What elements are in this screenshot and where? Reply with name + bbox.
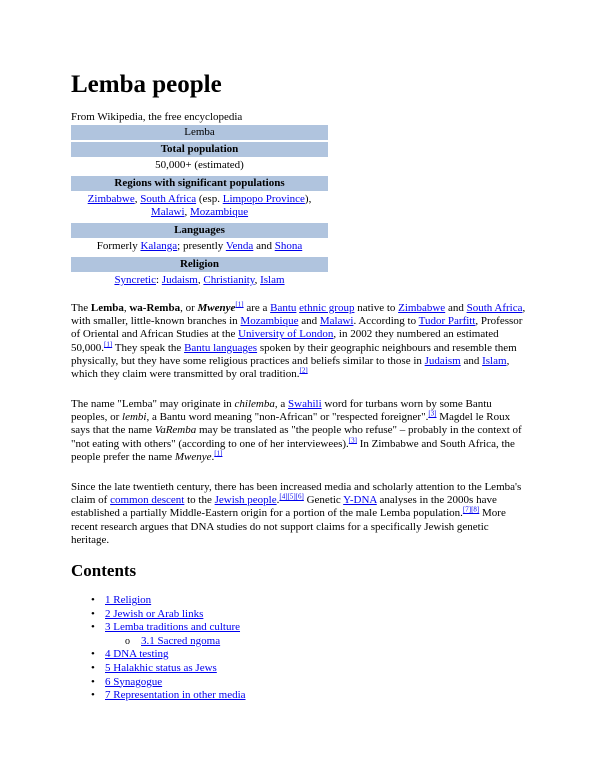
link-kalanga[interactable]: Kalanga bbox=[140, 240, 178, 252]
term-mwenye: Mwenye bbox=[197, 302, 236, 314]
link-south-africa[interactable]: South Africa bbox=[140, 193, 197, 205]
link-university-of-london[interactable]: University of London bbox=[238, 328, 334, 341]
toc-item: 7 Representation in other media bbox=[71, 689, 246, 703]
languages-and: and bbox=[253, 240, 275, 252]
languages-mid: ; presently bbox=[177, 240, 226, 252]
paragraph-intro: The Lemba, wa-Remba, or Mwenye[1] are a … bbox=[71, 300, 526, 381]
toc-link-jewish-or-arab-links[interactable]: 2 Jewish or Arab links bbox=[105, 607, 204, 620]
citation[interactable]: [7][8] bbox=[462, 505, 480, 514]
citation[interactable]: [4][5][6] bbox=[279, 492, 304, 501]
link-limpopo-province[interactable]: Limpopo Province bbox=[222, 193, 305, 205]
link-zimbabwe-text[interactable]: Zimbabwe bbox=[398, 302, 446, 314]
citation[interactable]: [2] bbox=[299, 366, 308, 375]
link-mozambique[interactable]: Mozambique bbox=[190, 206, 249, 218]
citation[interactable]: [3] bbox=[348, 435, 357, 444]
toc-link-representation[interactable]: 7 Representation in other media bbox=[105, 689, 246, 702]
link-tudor-parfitt[interactable]: Tudor Parfitt bbox=[418, 315, 476, 328]
toc-link-lemba-traditions[interactable]: 3 Lemba traditions and culture bbox=[105, 621, 241, 634]
paragraph-descent: Since the late twentieth century, there … bbox=[71, 481, 522, 546]
link-christianity[interactable]: Christianity bbox=[203, 274, 255, 286]
term-mwenye-2: Mwenye bbox=[174, 450, 212, 463]
citation[interactable]: [1] bbox=[104, 339, 113, 348]
infobox-religion-value: Syncretic: Judaism, Christianity, Islam bbox=[114, 274, 285, 286]
citation[interactable]: [1] bbox=[214, 449, 223, 458]
link-swahili[interactable]: Swahili bbox=[288, 398, 322, 410]
link-zimbabwe[interactable]: Zimbabwe bbox=[87, 193, 135, 205]
toc-item: 6 Synagogue bbox=[71, 676, 246, 690]
toc-item: 1 Religion bbox=[71, 594, 246, 608]
toc-item: 5 Halakhic status as Jews bbox=[71, 662, 246, 676]
link-islam-infobox[interactable]: Islam bbox=[260, 274, 285, 286]
toc-item: 2 Jewish or Arab links bbox=[71, 608, 246, 622]
link-ethnic-group[interactable]: ethnic group bbox=[299, 302, 355, 314]
link-judaism-infobox[interactable]: Judaism bbox=[161, 274, 198, 286]
term-varemba: VaRemba bbox=[154, 424, 197, 437]
toc-link-religion[interactable]: 1 Religion bbox=[105, 594, 152, 606]
term-lemba: Lemba bbox=[90, 302, 124, 314]
toc-link-dna-testing[interactable]: 4 DNA testing bbox=[105, 648, 169, 661]
link-malawi-text[interactable]: Malawi bbox=[319, 315, 354, 328]
infobox-total-population-value: 50,000+ (estimated) bbox=[155, 159, 244, 171]
toc-item: 3 Lemba traditions and culture bbox=[71, 621, 246, 635]
link-jewish-people[interactable]: Jewish people bbox=[214, 494, 277, 507]
toc-item: 4 DNA testing bbox=[71, 648, 246, 662]
toc-link-synagogue[interactable]: 6 Synagogue bbox=[105, 675, 163, 688]
link-common-descent[interactable]: common descent bbox=[110, 494, 185, 507]
term-wa-remba: wa-Remba bbox=[129, 302, 181, 314]
site-subtitle: From Wikipedia, the free encyclopedia bbox=[71, 111, 243, 123]
link-islam-text[interactable]: Islam bbox=[482, 354, 507, 367]
link-bantu[interactable]: Bantu bbox=[270, 302, 297, 314]
link-venda[interactable]: Venda bbox=[225, 240, 254, 252]
link-shona[interactable]: Shona bbox=[274, 240, 303, 252]
infobox-regions-value: Zimbabwe, South Africa (esp. Limpopo Pro… bbox=[87, 193, 312, 218]
link-y-dna[interactable]: Y-DNA bbox=[343, 494, 377, 507]
infobox-languages-value: Formerly Kalanga; presently Venda and Sh… bbox=[71, 238, 328, 255]
infobox-languages-label: Languages bbox=[71, 223, 328, 238]
link-bantu-languages[interactable]: Bantu languages bbox=[184, 341, 258, 354]
infobox-religion-label: Religion bbox=[71, 257, 328, 272]
paragraph-name: The name "Lemba" may originate in chilem… bbox=[71, 398, 522, 463]
link-south-africa-text[interactable]: South Africa bbox=[466, 302, 523, 314]
link-judaism-text[interactable]: Judaism bbox=[424, 354, 461, 367]
languages-prefix: Formerly bbox=[96, 240, 141, 252]
toc-link-halakhic-status[interactable]: 5 Halakhic status as Jews bbox=[105, 661, 217, 674]
infobox-caption: Lemba bbox=[71, 125, 328, 140]
toc-link-sacred-ngoma[interactable]: 3.1 Sacred ngoma bbox=[141, 634, 221, 647]
term-chilemba: chilemba bbox=[234, 398, 275, 410]
term-lembi: lembi bbox=[122, 411, 147, 424]
infobox-regions-label: Regions with significant populations bbox=[71, 176, 328, 191]
citation[interactable]: [1] bbox=[235, 300, 244, 309]
toc-subitem: 3.1 Sacred ngoma bbox=[71, 635, 246, 649]
citation[interactable]: [3] bbox=[428, 409, 437, 418]
link-syncretic[interactable]: Syncretic bbox=[114, 274, 156, 286]
page-title: Lemba people bbox=[71, 71, 222, 98]
table-of-contents: 1 Religion 2 Jewish or Arab links 3 Lemb… bbox=[71, 594, 246, 703]
infobox-total-population-label: Total population bbox=[71, 142, 328, 157]
contents-heading: Contents bbox=[71, 561, 137, 580]
link-malawi[interactable]: Malawi bbox=[150, 206, 185, 218]
link-mozambique-text[interactable]: Mozambique bbox=[240, 315, 299, 328]
infobox: Lemba Total population 50,000+ (estimate… bbox=[71, 125, 328, 289]
